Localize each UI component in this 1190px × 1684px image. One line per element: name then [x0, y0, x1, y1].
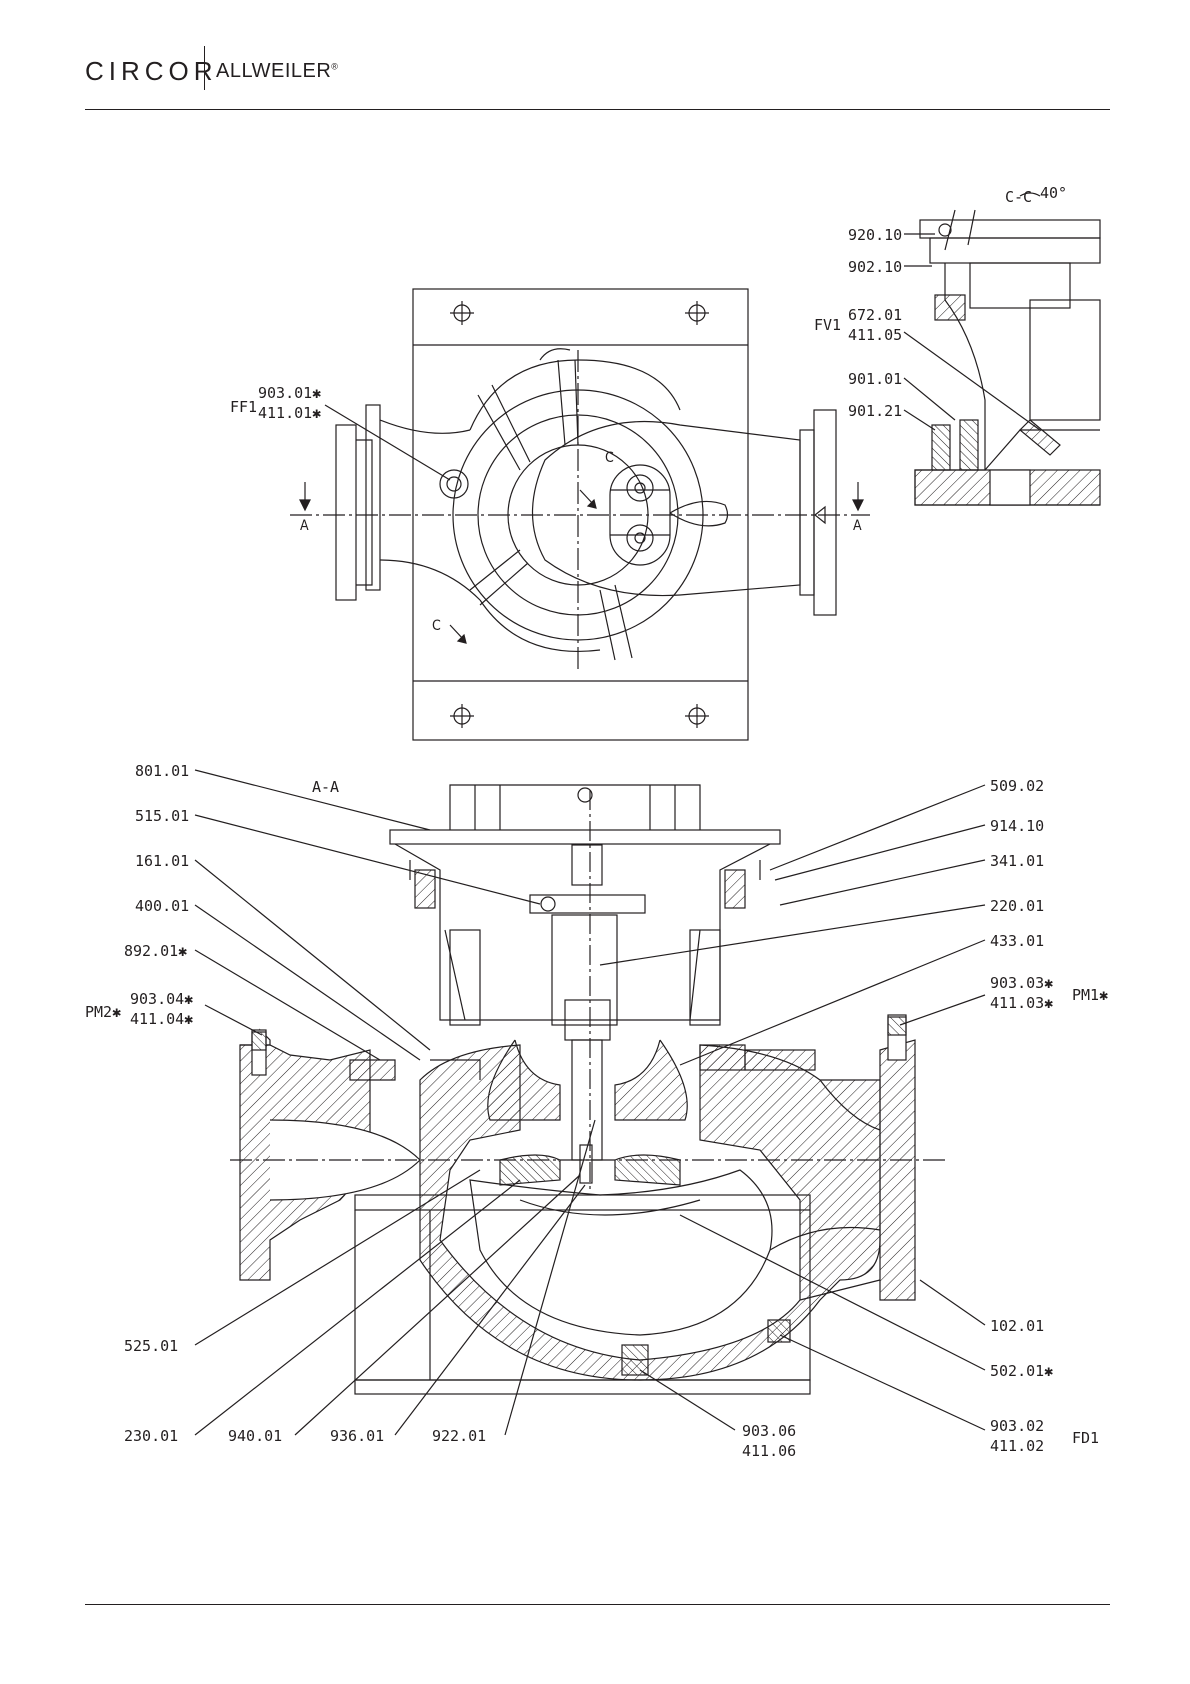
- label-fv1: FV1: [814, 316, 841, 334]
- section-aa-label: A-A: [312, 778, 339, 796]
- label-903-02: 903.02: [990, 1417, 1044, 1435]
- label-341-01: 341.01: [990, 852, 1044, 870]
- label-502-01: 502.01✱: [990, 1362, 1053, 1380]
- label-672-01: 672.01: [848, 306, 902, 324]
- label-400-01: 400.01: [135, 897, 189, 915]
- label-220-01: 220.01: [990, 897, 1044, 915]
- cut-a-right-label: A: [853, 518, 862, 534]
- label-411-06: 411.06: [742, 1442, 796, 1460]
- section-cc-label: C-C: [1005, 188, 1032, 206]
- label-892-01: 892.01✱: [124, 942, 187, 960]
- section-cc-view: [904, 193, 1100, 505]
- label-411-04: 411.04✱: [130, 1010, 193, 1028]
- label-801-01: 801.01: [135, 762, 189, 780]
- label-411-01: 411.01✱: [258, 404, 321, 422]
- label-903-04: 903.04✱: [130, 990, 193, 1008]
- label-515-01: 515.01: [135, 807, 189, 825]
- label-230-01: 230.01: [124, 1427, 178, 1445]
- top-view: [290, 289, 870, 740]
- label-922-01: 922.01: [432, 1427, 486, 1445]
- label-903-06: 903.06: [742, 1422, 796, 1440]
- label-411-05: 411.05: [848, 326, 902, 344]
- label-433-01: 433.01: [990, 932, 1044, 950]
- label-936-01: 936.01: [330, 1427, 384, 1445]
- label-509-02: 509.02: [990, 777, 1044, 795]
- label-920-10: 920.10: [848, 226, 902, 244]
- label-903-03: 903.03✱: [990, 974, 1053, 992]
- cut-c-top-label: C: [605, 450, 614, 466]
- label-411-02: 411.02: [990, 1437, 1044, 1455]
- label-ff1: FF1: [230, 398, 257, 416]
- label-pm2: PM2✱: [85, 1003, 121, 1021]
- label-102-01: 102.01: [990, 1317, 1044, 1335]
- label-902-10: 902.10: [848, 258, 902, 276]
- cut-a-left-label: A: [300, 518, 309, 534]
- label-fd1: FD1: [1072, 1429, 1099, 1447]
- label-161-01: 161.01: [135, 852, 189, 870]
- section-aa-view: [195, 770, 985, 1435]
- label-901-01: 901.01: [848, 370, 902, 388]
- label-525-01: 525.01: [124, 1337, 178, 1355]
- label-411-03: 411.03✱: [990, 994, 1053, 1012]
- label-901-21: 901.21: [848, 402, 902, 420]
- label-pm1: PM1✱: [1072, 986, 1108, 1004]
- label-940-01: 940.01: [228, 1427, 282, 1445]
- label-903-01: 903.01✱: [258, 384, 321, 402]
- cut-c-bottom-label: C: [432, 618, 441, 634]
- label-914-10: 914.10: [990, 817, 1044, 835]
- section-cc-angle: 40°: [1040, 184, 1067, 202]
